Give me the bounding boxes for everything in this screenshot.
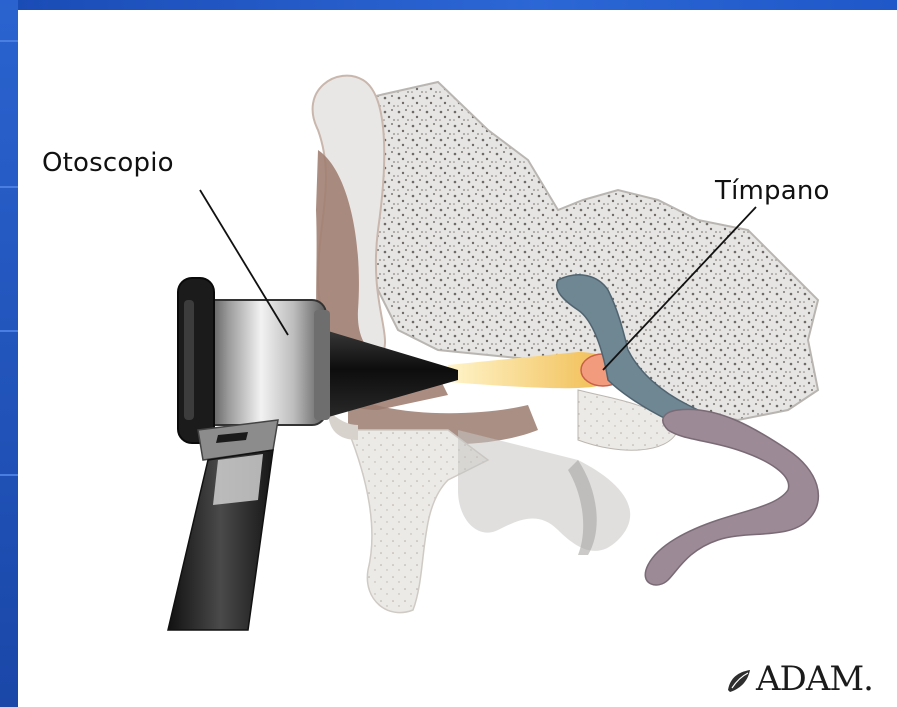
adam-leaf-icon — [724, 666, 754, 696]
adam-logo: ADAM. — [724, 652, 894, 696]
eardrum-label: Tímpano — [715, 176, 830, 206]
slide-canvas: Otoscopio Tímpano ADAM. — [18, 10, 897, 707]
adam-logo-text: ADAM. — [756, 662, 873, 696]
ear-otoscope-illustration — [18, 10, 897, 707]
slide-top-border — [0, 0, 897, 10]
inner-faded-structures — [458, 430, 630, 551]
otoscope-head-lens — [178, 278, 214, 443]
otoscope-head-body — [196, 300, 326, 425]
otoscope-label: Otoscopio — [42, 148, 174, 178]
slide-left-border — [0, 0, 18, 707]
